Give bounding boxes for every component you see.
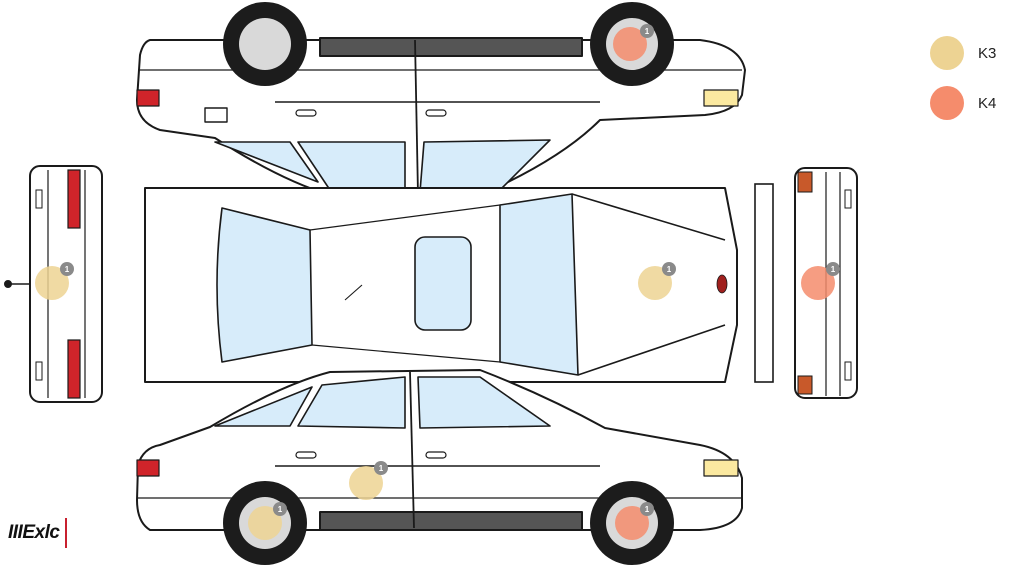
taillight-top (136, 89, 160, 107)
svg-text:1: 1 (667, 265, 672, 274)
damage-marker[interactable]: 1 (613, 24, 654, 61)
windshield-rear (499, 193, 579, 376)
window-bottom-quarter (214, 386, 313, 427)
window-bottom-rear (417, 376, 551, 429)
damage-marker[interactable]: 1 (638, 262, 676, 300)
svg-text:1: 1 (645, 27, 650, 36)
damage-marker[interactable]: 1 (35, 262, 74, 300)
headlight-bottom (703, 459, 739, 477)
legend-label: K3 (978, 44, 997, 62)
logo-accent-bar (65, 518, 68, 548)
legend-label: K4 (978, 94, 997, 112)
svg-text:1: 1 (65, 265, 70, 274)
legend-item-k3: K3 (930, 36, 996, 70)
rocker-trim-bottom (319, 511, 583, 531)
svg-text:1: 1 (278, 505, 283, 514)
window-bottom-front (297, 376, 406, 429)
svg-text:1: 1 (379, 464, 384, 473)
window-top-quarter (214, 141, 319, 183)
windshield-front (216, 207, 313, 363)
legend-swatch (930, 36, 964, 70)
damage-marker[interactable]: 1 (248, 502, 287, 540)
legend-item-k4: K4 (930, 86, 996, 120)
brand-logo: IIIExlc (8, 518, 68, 548)
wheel-top-front (223, 2, 307, 86)
svg-text:1: 1 (645, 505, 650, 514)
svg-text:1: 1 (831, 265, 836, 274)
headlight-top (703, 89, 739, 107)
damage-marker[interactable]: 1 (801, 262, 840, 300)
taillight-bottom (136, 459, 160, 477)
rear-lamp (716, 274, 728, 294)
car-side-view-top (136, 37, 746, 196)
car-top-view (144, 187, 738, 383)
sunroof (414, 236, 472, 331)
logo-text: IIIExlc (8, 522, 60, 543)
rocker-trim-top (319, 37, 583, 57)
damage-marker[interactable]: 1 (615, 502, 654, 540)
damage-marker[interactable]: 1 (349, 461, 388, 500)
legend-swatch (930, 86, 964, 120)
